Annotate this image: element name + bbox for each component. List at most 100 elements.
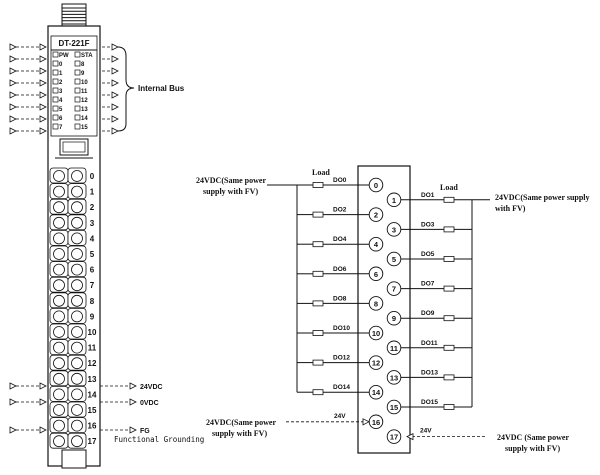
load-DO11 — [443, 344, 455, 351]
module-terminal-0: 0 — [49, 167, 95, 184]
module-terminal-5: 5 — [49, 245, 95, 262]
module-terminal-12: 12 — [49, 354, 97, 371]
load-DO13 — [443, 374, 455, 381]
led-label: 3 — [59, 89, 63, 95]
load-DO7 — [443, 285, 455, 292]
output-label-DO5: DO5 — [421, 251, 435, 258]
block-terminal-11: 11 — [386, 340, 402, 356]
module-terminal-1: 1 — [49, 183, 95, 200]
sta-led — [74, 51, 81, 58]
module-terminal-13: 13 — [49, 370, 97, 387]
internal-bus-label: Internal Bus — [138, 84, 185, 93]
svg-text:15: 15 — [88, 406, 97, 415]
block-terminal-1: 1 — [386, 192, 402, 208]
right-supply-line2: with FV) — [495, 204, 526, 213]
svg-text:15: 15 — [390, 403, 398, 412]
block-terminal-10: 10 — [368, 325, 384, 341]
led-label: 5 — [59, 107, 63, 113]
led-9 — [74, 69, 81, 76]
led-6 — [52, 114, 59, 121]
pw-label: PW — [59, 53, 69, 59]
led-12 — [74, 96, 81, 103]
bus-arrows — [9, 43, 119, 135]
output-label-DO1: DO1 — [421, 192, 435, 199]
svg-text:9: 9 — [392, 314, 396, 323]
module-terminal-3: 3 — [49, 214, 95, 231]
terminal-block-body — [357, 165, 411, 454]
led-label: 4 — [59, 98, 63, 104]
led-label: 12 — [81, 98, 88, 104]
svg-text:6: 6 — [90, 266, 95, 275]
fg-description: Functional Grounding — [114, 435, 204, 444]
block-terminal-0: 0 — [368, 177, 384, 193]
output-label-DO14: DO14 — [333, 384, 350, 391]
led-13 — [74, 105, 81, 112]
svg-text:17: 17 — [88, 437, 97, 446]
load-DO8 — [312, 300, 324, 307]
power-label: 0VDC — [140, 400, 159, 407]
svg-text:13: 13 — [390, 373, 398, 382]
output-label-DO13: DO13 — [421, 369, 438, 376]
pw-led — [52, 51, 59, 58]
output-label-DO4: DO4 — [333, 236, 347, 243]
output-label-DO11: DO11 — [421, 340, 438, 347]
module-terminal-11: 11 — [49, 339, 97, 356]
led-label: 0 — [59, 62, 63, 68]
svg-text:10: 10 — [88, 328, 97, 337]
module-terminal-10: 10 — [49, 323, 97, 340]
output-label-DO6: DO6 — [333, 266, 347, 273]
output-label-DO7: DO7 — [421, 281, 435, 288]
load-DO2 — [312, 211, 324, 218]
block-terminal-4: 4 — [368, 236, 384, 252]
svg-text:12: 12 — [88, 359, 97, 368]
led-11 — [74, 87, 81, 94]
output-label-DO9: DO9 — [421, 310, 435, 317]
load-DO15 — [443, 404, 455, 410]
svg-text:1: 1 — [90, 188, 95, 197]
output-label-DO2: DO2 — [333, 207, 347, 214]
load-DO3 — [443, 226, 455, 233]
svg-text:3: 3 — [392, 225, 396, 234]
svg-text:4: 4 — [90, 234, 95, 243]
svg-text:14: 14 — [88, 390, 97, 399]
block-terminal-8: 8 — [368, 296, 384, 311]
svg-text:11: 11 — [88, 344, 97, 353]
module-model: DT-221F — [58, 39, 89, 48]
led-8 — [74, 60, 81, 67]
block-terminal-17: 17 — [386, 429, 402, 444]
module-terminal-2: 2 — [49, 198, 95, 215]
svg-text:2: 2 — [90, 203, 95, 212]
led-14 — [74, 114, 81, 121]
load-DO9 — [443, 315, 455, 322]
led-2 — [52, 78, 59, 85]
module-terminal-15: 15 — [49, 401, 97, 418]
block-terminal-13: 13 — [386, 370, 402, 385]
led-15 — [74, 123, 81, 130]
output-label-DO10: DO10 — [333, 325, 350, 332]
svg-text:16: 16 — [88, 422, 97, 431]
svg-text:7: 7 — [90, 281, 95, 290]
module-terminal-17: 17 — [49, 432, 97, 449]
load-DO1 — [443, 196, 455, 203]
power-label: FG — [140, 428, 150, 435]
output-label-DO0: DO0 — [333, 177, 347, 184]
led-label: 11 — [81, 89, 88, 95]
output-label-DO15: DO15 — [421, 399, 438, 406]
led-1 — [52, 69, 59, 76]
block-terminal-9: 9 — [386, 310, 402, 326]
svg-text:8: 8 — [90, 297, 95, 306]
block-terminal-14: 14 — [368, 384, 384, 400]
power-label: 24VDC — [140, 384, 163, 391]
led-label: 10 — [81, 80, 88, 86]
svg-text:5: 5 — [392, 255, 396, 264]
module-terminal-4: 4 — [49, 229, 95, 246]
led-label: 1 — [59, 71, 63, 77]
led-label: 9 — [81, 71, 85, 77]
svg-text:9: 9 — [90, 312, 95, 321]
load-DO4 — [312, 241, 324, 248]
